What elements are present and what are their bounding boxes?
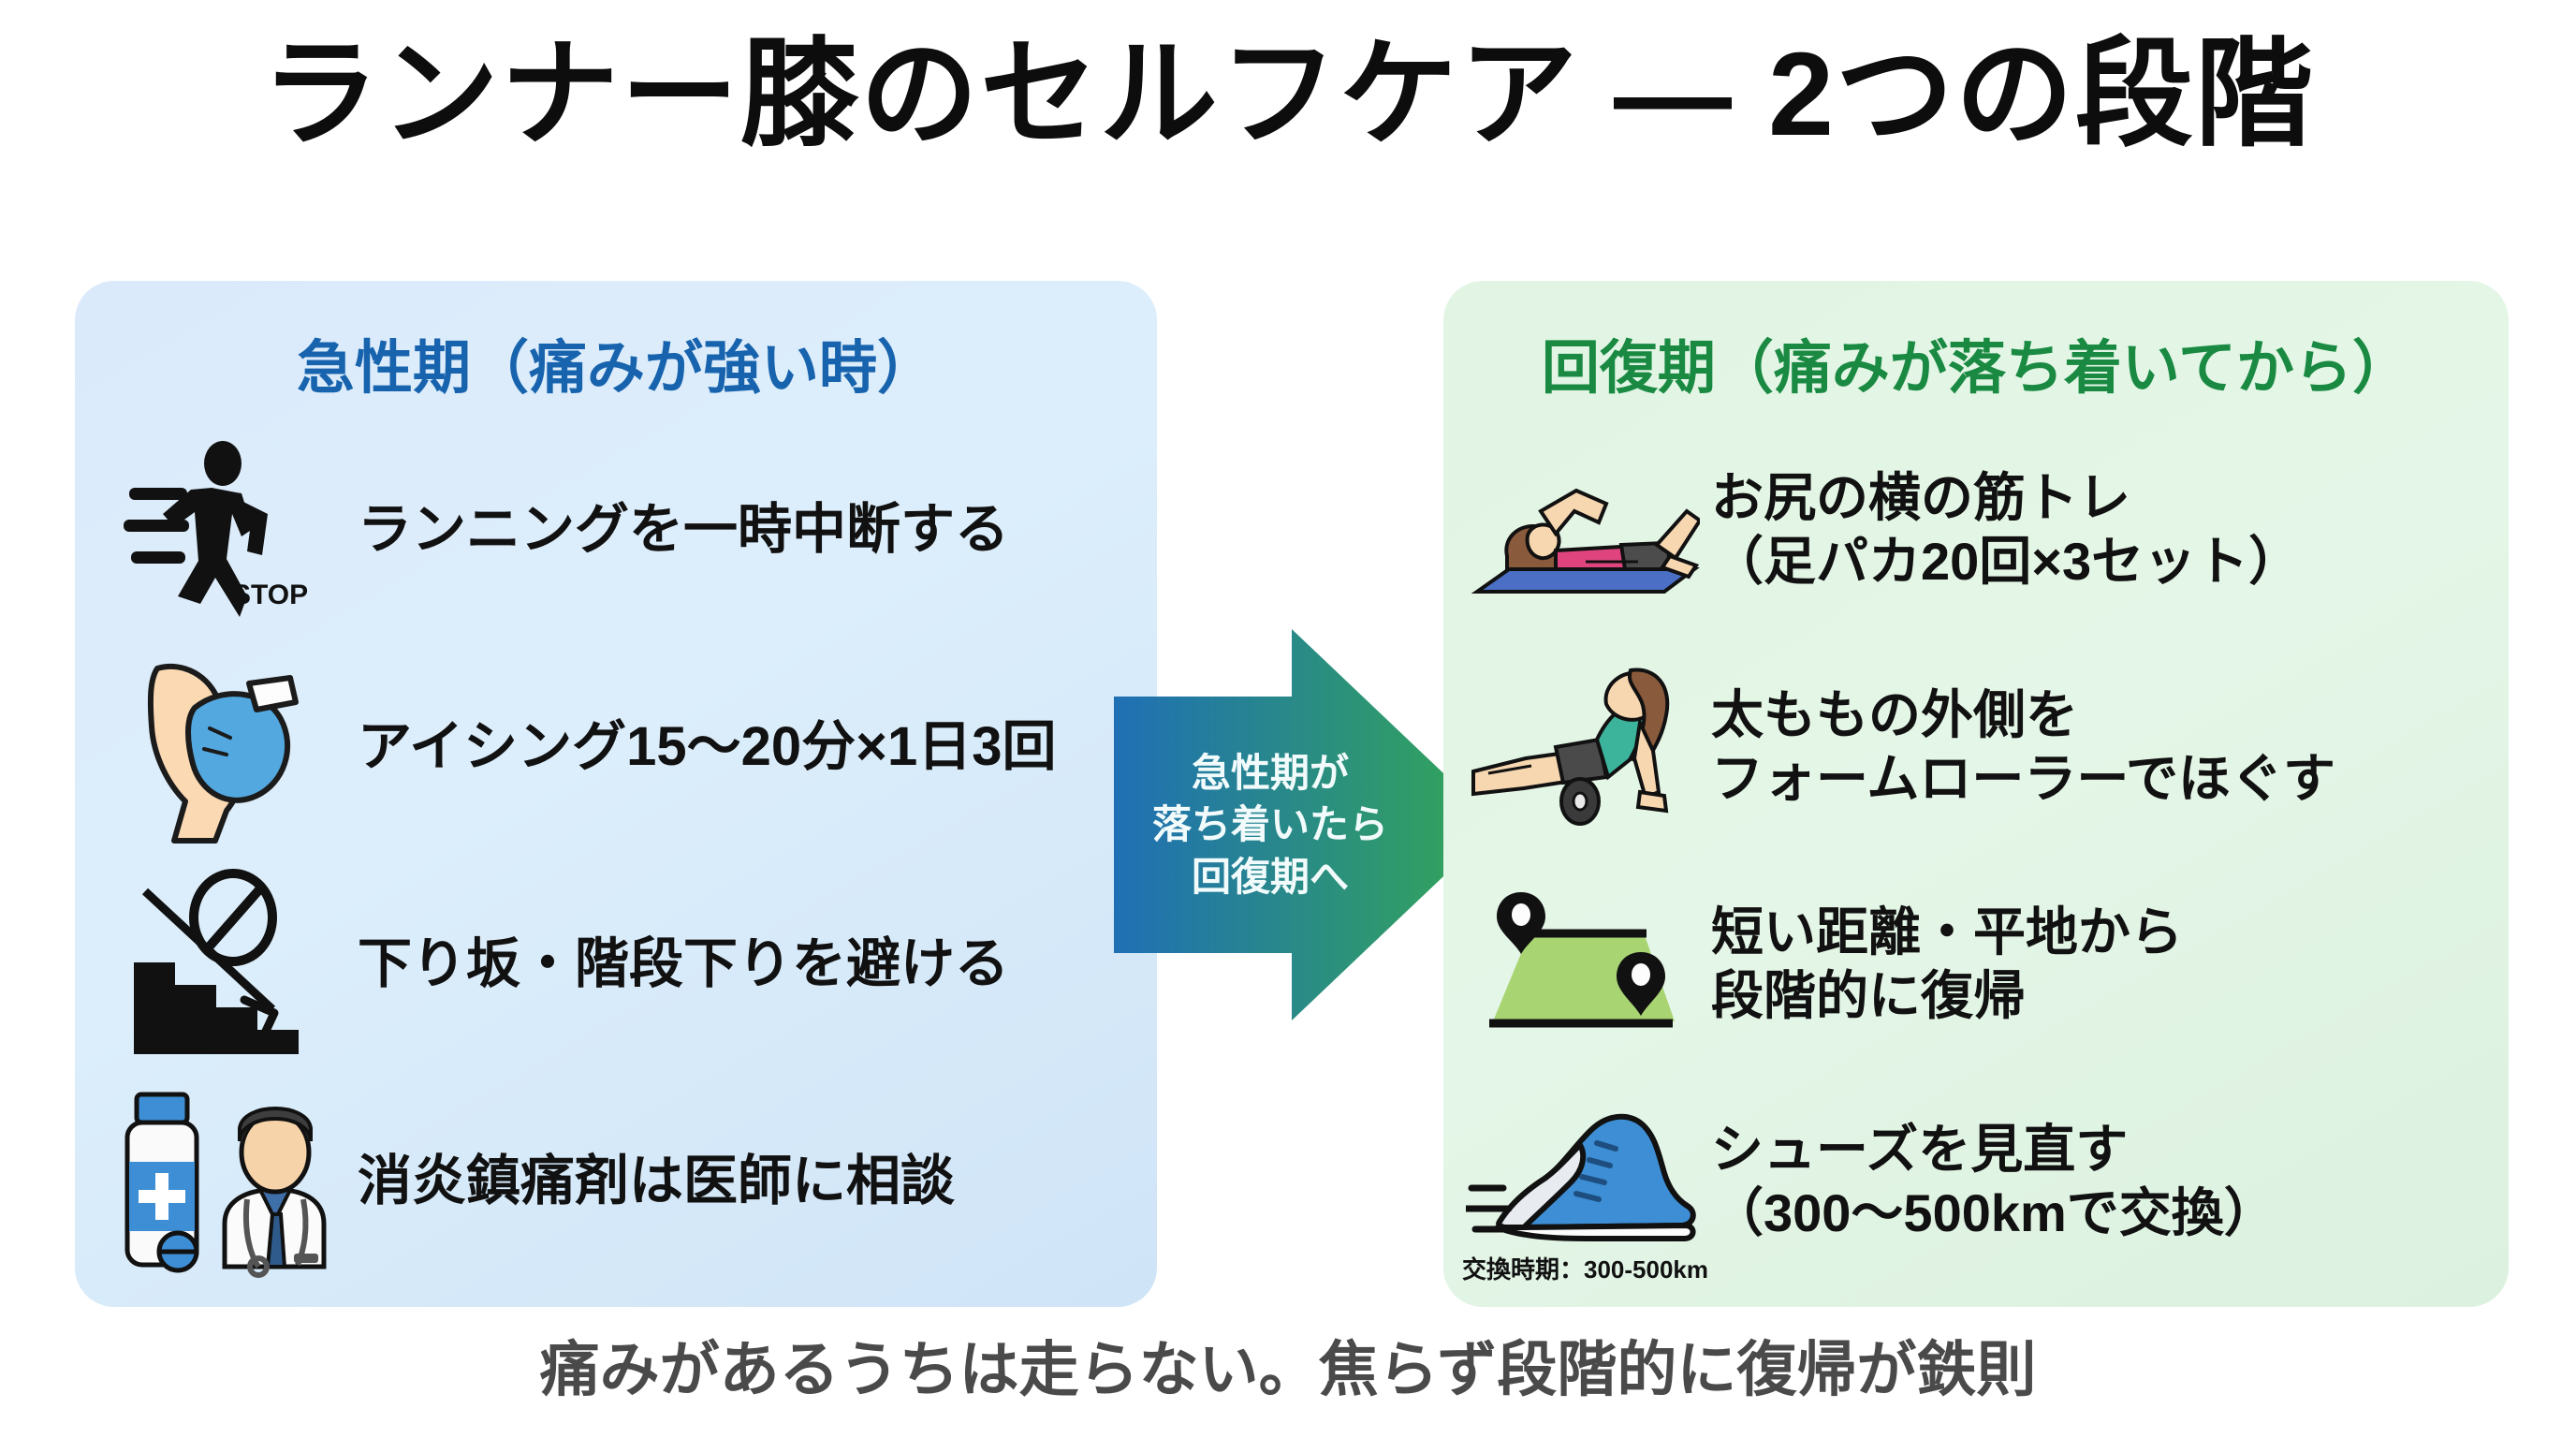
side-lying-leg-raise-icon (1466, 432, 1700, 628)
list-item: 交換時期：300-500km シューズを見直す （300〜500kmで交換） (1443, 1073, 2509, 1290)
runner-stop-icon: STOP (112, 432, 346, 628)
list-item: 下り坂・階段下りを避ける (75, 856, 1157, 1073)
list-item-label: お尻の横の筋トレ （足パカ20回×3セット） (1711, 467, 2302, 591)
foam-roller-icon (1466, 649, 1700, 845)
list-item-label: 消炎鎮痛剤は医師に相談 (358, 1150, 956, 1211)
route-map-pins-icon (1466, 866, 1700, 1063)
shoe-replacement-caption: 交換時期：300-500km (1462, 1255, 1708, 1284)
page-title: ランナー膝のセルフケア ― 2つの段階 (260, 28, 2316, 160)
acute-phase-heading: 急性期（痛みが強い時） (296, 336, 935, 401)
list-item: 太ももの外側を フォームローラーでほぐす (1443, 638, 2509, 856)
medicine-doctor-icon (112, 1083, 346, 1280)
acute-phase-panel: 急性期（痛みが強い時） STOP (75, 281, 1157, 1307)
list-item: 消炎鎮痛剤は医師に相談 (75, 1073, 1157, 1290)
arrow-line-2: 落ち着いたら (1151, 802, 1388, 847)
running-shoe-icon: 交換時期：300-500km (1462, 1083, 1708, 1284)
list-item: お尻の横の筋トレ （足パカ20回×3セット） (1443, 421, 2509, 638)
arrow-line-3: 回復期へ (1191, 854, 1349, 899)
list-item-label: アイシング15〜20分×1日3回 (358, 715, 1057, 777)
svg-text:STOP: STOP (232, 580, 308, 610)
list-item-label: ランニングを一時中断する (358, 498, 1010, 560)
list-item-label: 太ももの外側を フォームローラーでほぐす (1711, 684, 2335, 808)
stairs-downhill-prohibited-icon (112, 866, 346, 1063)
footer-note: 痛みがあるうちは走らない。焦らず段階的に復帰が鉄則 (539, 1336, 2037, 1403)
ice-pack-knee-icon (112, 649, 346, 845)
arrow-line-1: 急性期が (1191, 750, 1349, 795)
list-item-label: シューズを見直す （300〜500kmで交換） (1711, 1119, 2276, 1242)
list-item: STOP ランニングを一時中断する (75, 421, 1157, 638)
transition-arrow-label: 急性期が 落ち着いたら 回復期へ (1114, 629, 1432, 1020)
recovery-phase-heading: 回復期（痛みが落ち着いてから） (1541, 336, 2411, 401)
transition-arrow: 急性期が 落ち着いたら 回復期へ (1114, 629, 1498, 1020)
list-item-label: 短い距離・平地から 段階的に復帰 (1711, 902, 2183, 1025)
recovery-phase-panel: 回復期（痛みが落ち着いてから） (1443, 281, 2509, 1307)
list-item-label: 下り坂・階段下りを避ける (358, 932, 1010, 994)
list-item: 短い距離・平地から 段階的に復帰 (1443, 856, 2509, 1073)
list-item: アイシング15〜20分×1日3回 (75, 638, 1157, 856)
recovery-item-list: お尻の横の筋トレ （足パカ20回×3セット） (1443, 421, 2509, 1290)
acute-item-list: STOP ランニングを一時中断する アイシング15〜20分×1日3回 (75, 421, 1157, 1290)
